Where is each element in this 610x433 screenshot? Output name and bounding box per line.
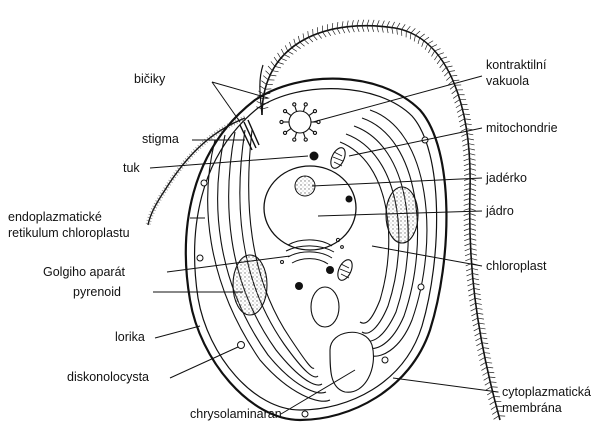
label-flagella: bičiky [134, 72, 165, 86]
label-fat: tuk [123, 161, 140, 175]
chrysolaminaran-vacuole-2 [330, 332, 373, 392]
label-pyrenoid: pyrenoid [73, 285, 121, 299]
label-er-line1: endoplazmatické [8, 210, 102, 224]
label-membrane-line1: cytoplazmatická [502, 385, 591, 399]
label-contractile-line2: vakuola [486, 74, 529, 88]
pyrenoid-left [233, 255, 267, 315]
pyrenoid-right [386, 187, 418, 243]
label-stigma: stigma [142, 132, 179, 146]
label-membrane-line2: membrána [502, 401, 562, 415]
mitochondrion-top [328, 145, 348, 170]
label-lorica: lorika [115, 330, 145, 344]
label-chloroplast: chloroplast [486, 259, 546, 273]
label-discobolocyst: diskonolocysta [67, 370, 149, 384]
lipid-droplet [310, 152, 319, 161]
label-contractile-line1: kontraktilní [486, 58, 546, 72]
label-mitochondria: mitochondrie [486, 121, 558, 135]
label-chrysolaminaran: chrysolaminaran [190, 407, 282, 421]
label-nucleus: jádro [486, 204, 514, 218]
mitochondrion-bottom [335, 257, 355, 282]
label-er-line2: retikulum chloroplastu [8, 226, 130, 240]
label-golgi: Golgiho aparát [43, 265, 125, 279]
chrysolaminaran-vacuole-1 [311, 287, 339, 327]
label-nucleolus: jadérko [486, 171, 527, 185]
